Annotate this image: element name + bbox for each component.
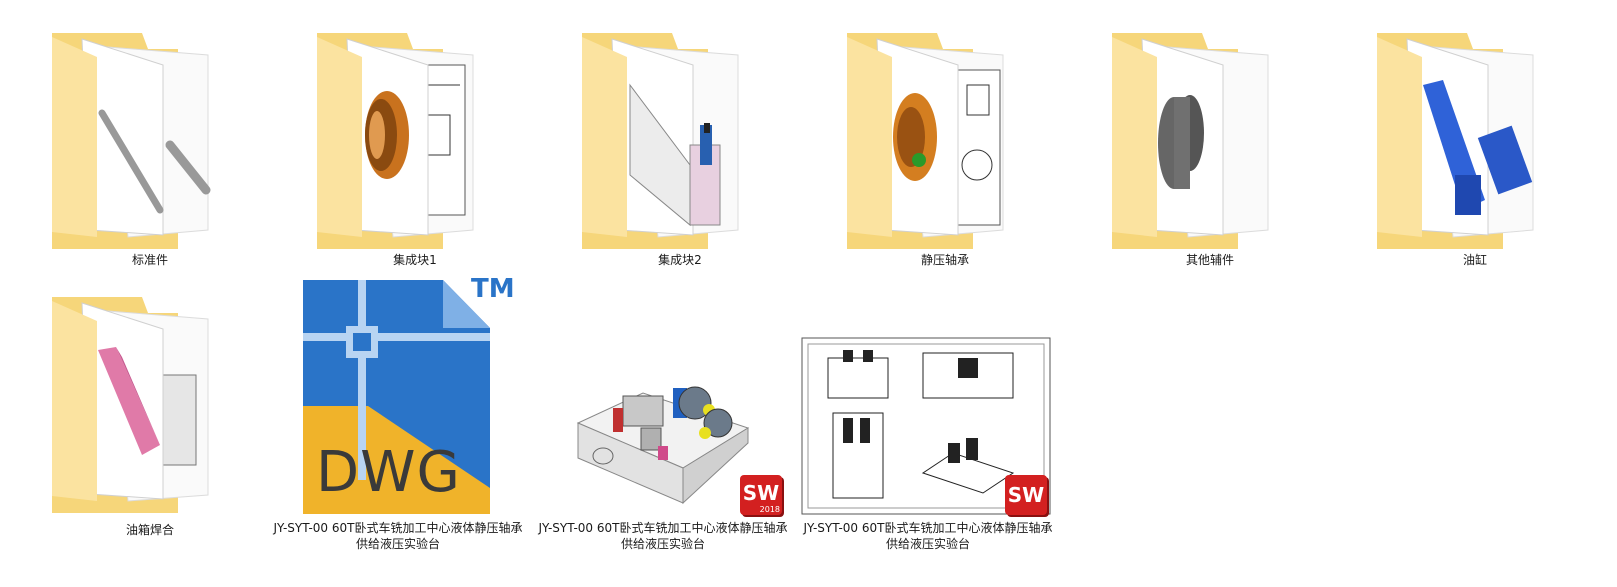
folder-label: 集成块2 bbox=[658, 253, 702, 267]
folder-item-oil-cylinder[interactable]: 油缸 bbox=[1345, 25, 1605, 287]
file-item-solidworks-drawing[interactable]: SW JY-SYT-00 60T卧式车铣加工中心液体静压轴承 供给液压实验台 bbox=[798, 278, 1058, 551]
folder-label: 静压轴承 bbox=[920, 253, 969, 267]
folder-icon bbox=[285, 25, 545, 255]
file-label: JY-SYT-00 60T卧式车铣加工中心液体静压轴承 供给液压实验台 bbox=[538, 521, 788, 551]
folder-item-other-accessories[interactable]: 其他辅件 bbox=[1080, 25, 1340, 287]
solidworks-icon: SW bbox=[1005, 475, 1047, 515]
folder-label: 油缸 bbox=[1462, 253, 1487, 267]
folder-label: 集成块1 bbox=[393, 253, 437, 267]
folder-icon bbox=[1080, 25, 1340, 255]
folder-item-manifold-1[interactable]: 集成块1 bbox=[285, 25, 545, 287]
folder-icon bbox=[1345, 25, 1605, 255]
folder-item-manifold-2[interactable]: 集成块2 bbox=[550, 25, 810, 287]
folder-label: 其他辅件 bbox=[1185, 253, 1234, 267]
drawing-preview: SW bbox=[798, 278, 1058, 515]
folder-item-standard-parts[interactable]: 标准件 bbox=[20, 25, 280, 287]
folder-icon bbox=[20, 25, 280, 255]
folder-item-hydrostatic-bearing[interactable]: 静压轴承 bbox=[815, 25, 1075, 287]
folder-label: 标准件 bbox=[131, 253, 168, 267]
file-item-dwg[interactable]: DWG TM JY-SYT-00 60T卧式车铣加工中心液体静压轴承 供给液压实… bbox=[268, 274, 528, 551]
trademark-text: TM bbox=[471, 274, 515, 304]
dwg-file-icon: DWG TM bbox=[268, 274, 528, 514]
file-label: JY-SYT-00 60T卧式车铣加工中心液体静压轴承 供给液压实验台 bbox=[273, 521, 523, 551]
assembly-preview: SW 2018 bbox=[533, 278, 793, 515]
folder-icon bbox=[550, 25, 810, 255]
file-item-solidworks-assembly[interactable]: SW 2018 JY-SYT-00 60T卧式车铣加工中心液体静压轴承 供给液压… bbox=[533, 278, 793, 551]
folder-label: 油箱焊合 bbox=[125, 523, 174, 537]
dwg-badge-text: DWG bbox=[316, 440, 461, 505]
folder-item-oil-tank-weldment[interactable]: 油箱焊合 bbox=[20, 295, 280, 557]
folder-icon bbox=[815, 25, 1075, 255]
file-label: JY-SYT-00 60T卧式车铣加工中心液体静压轴承 供给液压实验台 bbox=[803, 521, 1053, 551]
solidworks-icon: SW 2018 bbox=[740, 475, 782, 515]
folder-icon bbox=[20, 295, 280, 525]
